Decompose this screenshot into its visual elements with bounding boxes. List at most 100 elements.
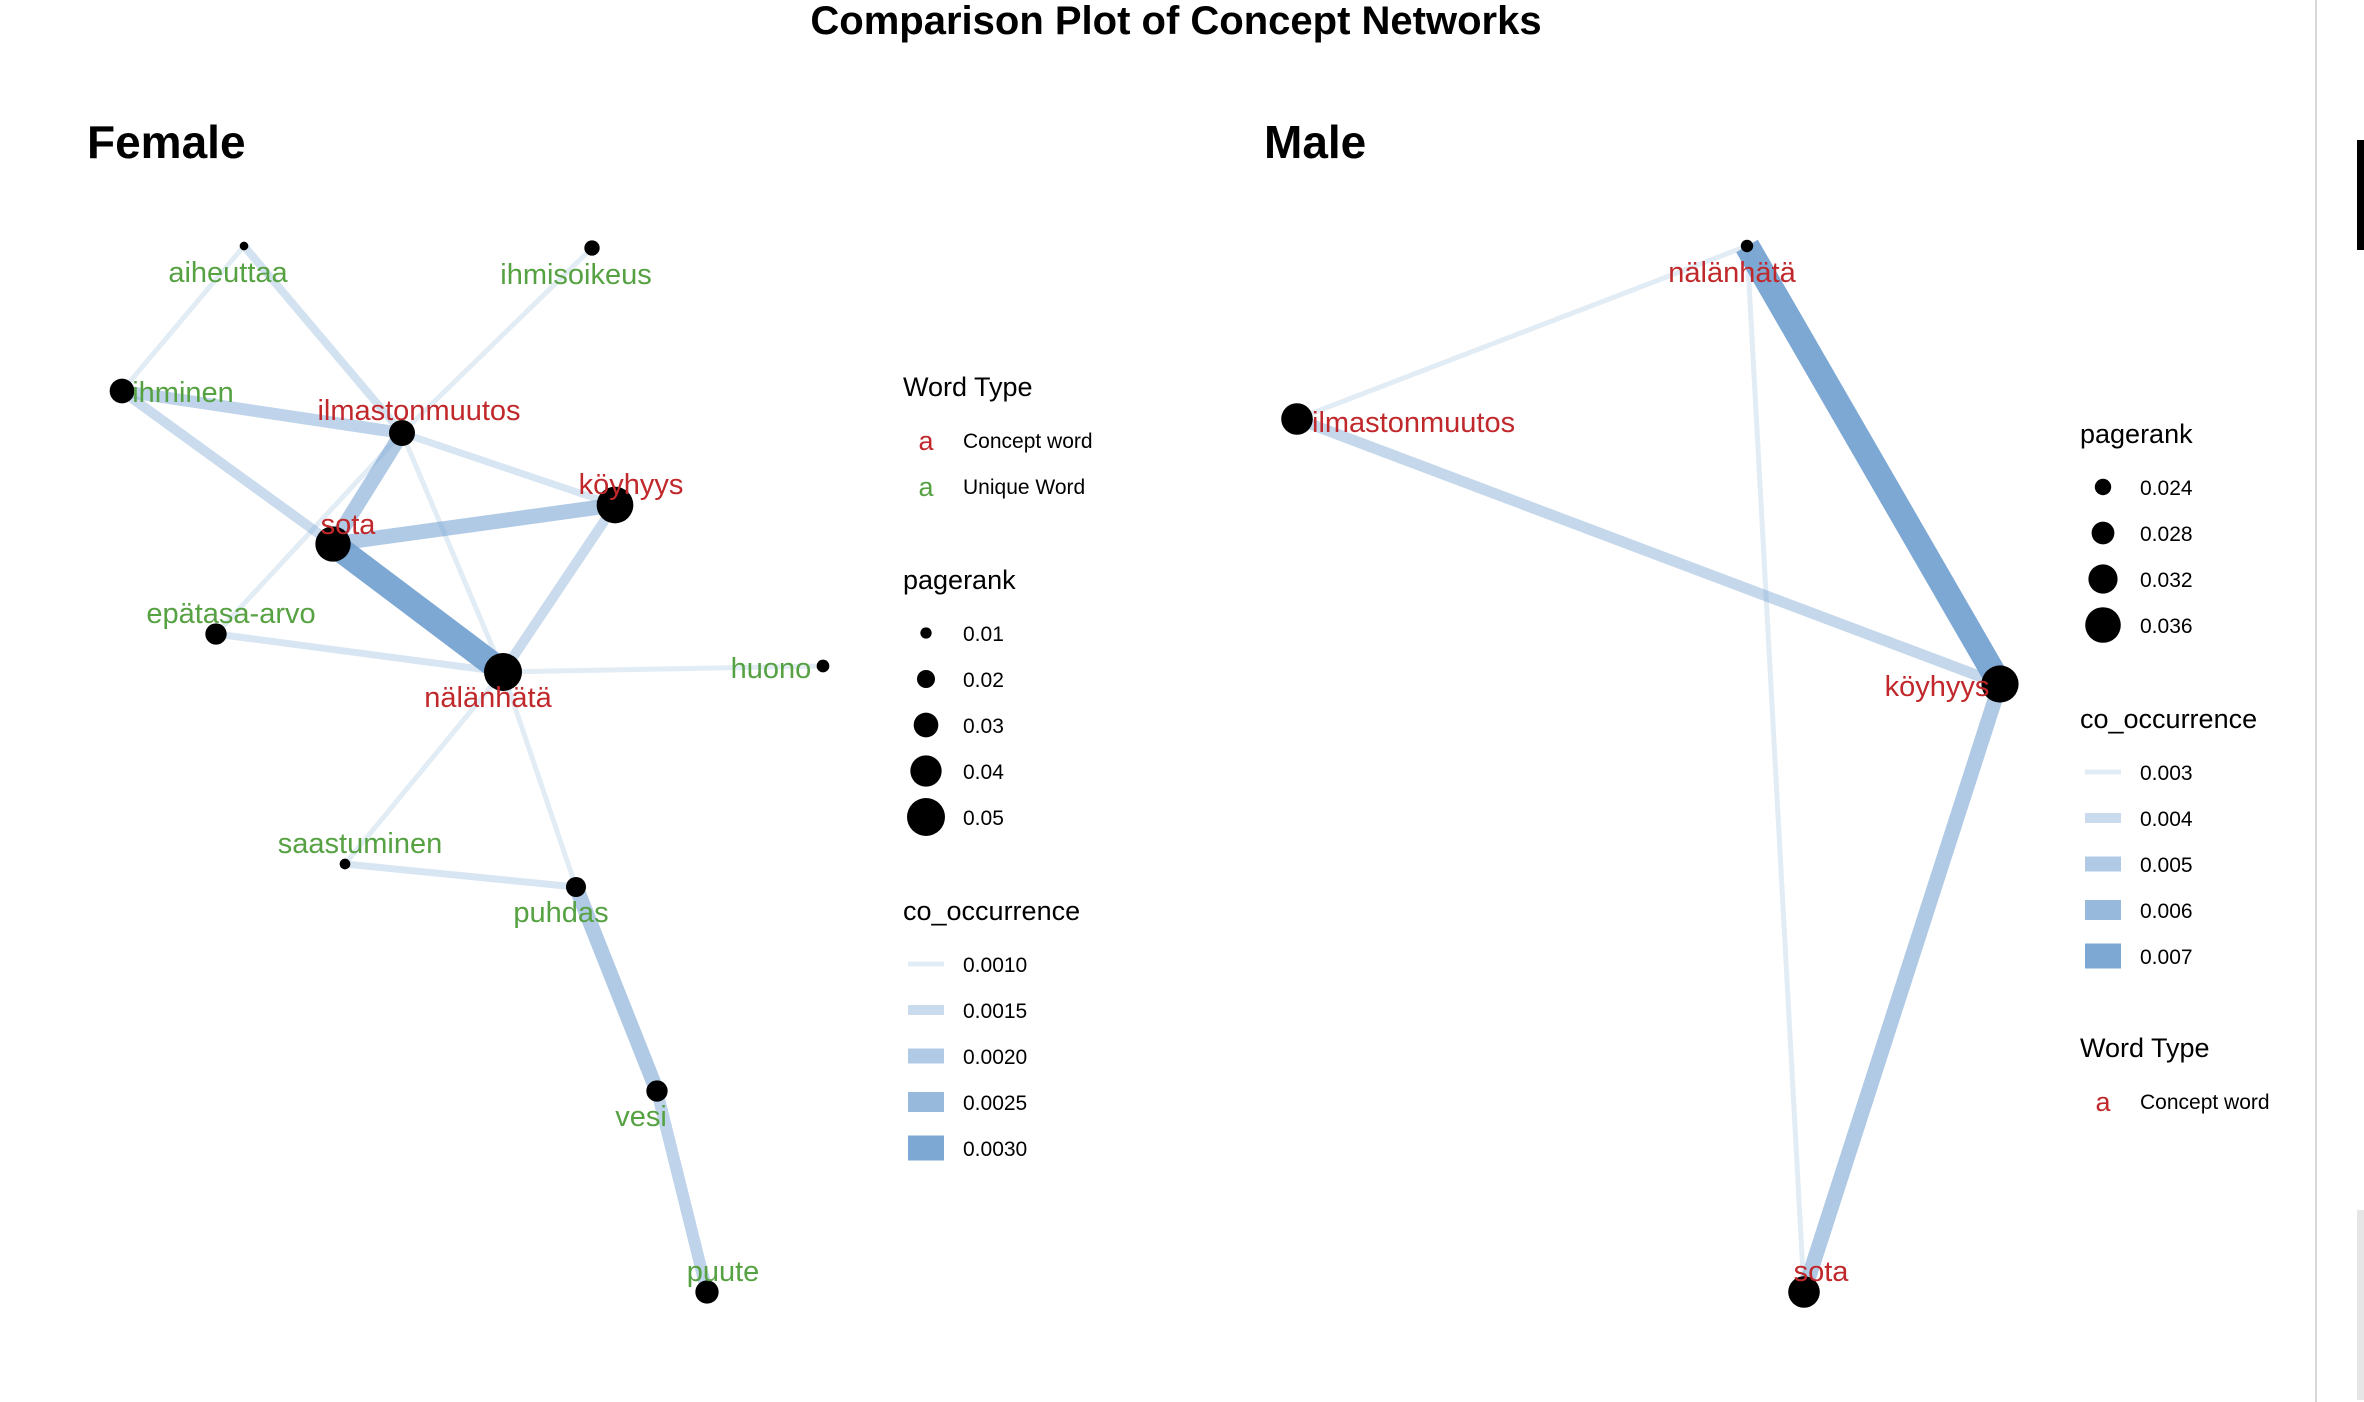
female-legend-pagerank-key-4: [907, 798, 945, 836]
male-legend-word-type-label-0: Concept word: [2140, 1091, 2270, 1114]
male-legend-pagerank-title: pagerank: [2080, 419, 2193, 449]
male-edges: [1295, 239, 2011, 1295]
female-edge-nalanhata-saastuminen: [343, 670, 505, 866]
female-edge-epatasa-nalanhata: [215, 630, 504, 676]
female-legend-word-type-label-1: Unique Word: [963, 476, 1085, 499]
male-legends: pagerank0.0240.0280.0320.036co_occurrenc…: [2080, 419, 2270, 1117]
female-legend-pagerank-key-1: [917, 670, 935, 688]
female-label-ilmastonmuutos: ilmastonmuutos: [317, 395, 520, 427]
strip-marker-bottom: [2357, 1210, 2364, 1400]
male-legend-pagerank-key-3: [2085, 607, 2121, 643]
female-legend-pagerank-label-0: 0.01: [963, 623, 1004, 646]
female-node-ihmisoikeus: [584, 240, 600, 256]
male-legend-word-type-title: Word Type: [2080, 1033, 2210, 1063]
male-edge-nalanhata-sota: [1744, 245, 1807, 1293]
male-node-koyhyys: [1981, 665, 2019, 703]
male-node-nalanhata: [1740, 239, 1754, 253]
female-edge-koyhyys-nalanhata: [498, 502, 620, 675]
male-edge-nalanhata-ilmastonmuutos: [1296, 243, 1748, 422]
female-node-epatasa: [205, 623, 227, 645]
male-legend-pagerank-key-1: [2091, 521, 2115, 545]
female-legend-pagerank-label-4: 0.05: [963, 807, 1004, 830]
female-edge-ilmastonmuutos-sota: [326, 429, 409, 548]
female-legend-pagerank-title: pagerank: [903, 565, 1016, 595]
male-legend-pagerank-label-0: 0.024: [2140, 477, 2193, 500]
female-edge-saastuminen-puhdas: [344, 860, 577, 891]
female-legend-pagerank-label-1: 0.02: [963, 669, 1004, 692]
female-label-nalanhata: nälänhätä: [424, 682, 552, 714]
male-node-ilmastonmuutos: [1281, 403, 1313, 435]
female-node-ilmastonmuutos: [389, 420, 415, 446]
male-edge-ilmastonmuutos-koyhyys: [1295, 413, 2002, 690]
male-panel: Male nälänhätäilmastonmuutosköyhyyssota …: [1264, 116, 2270, 1308]
strip-marker-top: [2357, 140, 2364, 250]
female-legend-word-type-title: Word Type: [903, 372, 1033, 402]
male-legend-pagerank-label-3: 0.036: [2140, 615, 2193, 638]
female-edge-ihminen-sota: [119, 386, 336, 549]
female-label-huono: huono: [731, 653, 812, 685]
female-label-sota: sota: [321, 509, 377, 541]
male-legend-co-occurrence-label-4: 0.007: [2140, 946, 2193, 969]
female-node-puhdas: [566, 877, 586, 897]
female-legend-co-occurrence-key-1: [908, 1005, 944, 1015]
female-label-puute: puute: [687, 1256, 760, 1288]
female-label-saastuminen: saastuminen: [278, 828, 442, 860]
male-node-sota: [1788, 1276, 1820, 1308]
female-legend-word-type-key-0: a: [918, 426, 934, 456]
female-nodes: [109, 240, 830, 1304]
female-node-aiheuttaa: [239, 241, 249, 251]
female-node-ihminen: [109, 378, 135, 404]
female-node-vesi: [646, 1080, 668, 1102]
female-legend-co-occurrence-label-3: 0.0025: [963, 1092, 1027, 1115]
female-legend-pagerank-label-2: 0.03: [963, 715, 1004, 738]
female-legend-pagerank-key-2: [913, 712, 939, 738]
female-panel: Female aiheuttaa ihmisoikeus ihminen ilmast…: [87, 116, 1093, 1304]
female-legend-pagerank-label-3: 0.04: [963, 761, 1004, 784]
male-legend-co-occurrence-label-1: 0.004: [2140, 808, 2193, 831]
female-legend-word-type-label-0: Concept word: [963, 430, 1093, 453]
female-legend-word-type-key-1: a: [918, 472, 934, 502]
male-edge-nalanhata-koyhyys: [1736, 239, 2011, 691]
female-node-huono: [816, 659, 830, 673]
male-legend-word-type-key-0: a: [2095, 1087, 2111, 1117]
male-legend-co-occurrence-key-4: [2085, 943, 2121, 969]
female-edge-sota-koyhyys: [331, 497, 617, 552]
female-label-aiheuttaa: aiheuttaa: [168, 257, 288, 289]
male-legend-pagerank-key-2: [2088, 564, 2118, 594]
female-edge-aiheuttaa-ilmastonmuutos: [240, 243, 406, 436]
female-legend-co-occurrence-key-4: [908, 1135, 944, 1161]
female-edge-ilmastonmuutos-koyhyys: [400, 429, 617, 509]
female-legend-pagerank-key-3: [910, 755, 942, 787]
window-edge-strip: [2315, 0, 2364, 1402]
female-node-sota: [315, 526, 351, 562]
female-label-vesi: vesi: [615, 1101, 667, 1133]
male-legend-co-occurrence-key-3: [2085, 900, 2121, 920]
female-panel-title: Female: [87, 116, 246, 168]
female-legend-co-occurrence-label-4: 0.0030: [963, 1138, 1027, 1161]
male-legend-pagerank-label-1: 0.028: [2140, 523, 2193, 546]
female-label-epatasa: epätasa-arvo: [146, 598, 315, 630]
female-edge-ilmastonmuutos-nalanhata: [399, 432, 506, 673]
female-edge-vesi-puute: [651, 1089, 713, 1294]
plot-title: Comparison Plot of Concept Networks: [810, 0, 1541, 43]
male-panel-title: Male: [1264, 116, 1366, 168]
female-label-ihminen: ihminen: [132, 377, 234, 409]
female-node-saastuminen: [339, 858, 351, 870]
male-legend-co-occurrence-key-2: [2085, 856, 2121, 872]
male-label-ilmastonmuutos: ilmastonmuutos: [1312, 407, 1515, 439]
male-legend-co-occurrence-label-2: 0.005: [2140, 854, 2193, 877]
female-edge-nalanhata-huono: [502, 663, 824, 675]
male-legend-pagerank-label-2: 0.032: [2140, 569, 2193, 592]
female-legend-co-occurrence-key-3: [908, 1092, 944, 1112]
male-legend-co-occurrence-key-1: [2085, 813, 2121, 823]
female-labels: aiheuttaa ihmisoikeus ihminen ilmastonmuuto…: [132, 257, 811, 1288]
female-label-ihmisoikeus: ihmisoikeus: [500, 259, 652, 291]
female-label-koyhyys: köyhyys: [579, 469, 684, 501]
female-legend-co-occurrence-key-0: [908, 961, 944, 967]
male-label-sota: sota: [1794, 1256, 1850, 1288]
female-edge-ihmisoikeus-ilmastonmuutos: [400, 246, 594, 435]
female-legend-pagerank-key-0: [920, 627, 932, 639]
female-node-puute: [695, 1280, 719, 1304]
